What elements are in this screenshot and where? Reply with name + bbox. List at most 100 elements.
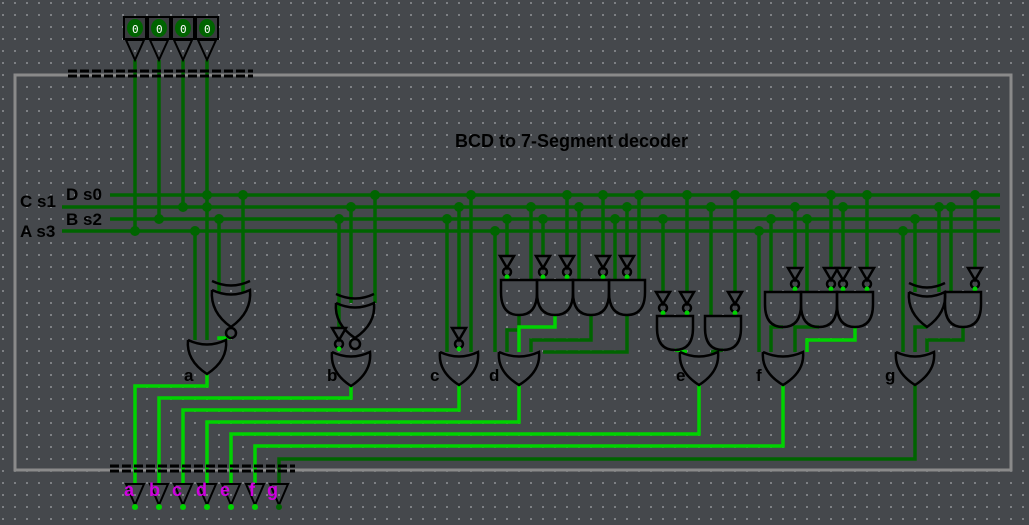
wire <box>793 325 819 352</box>
output-tunnel-icon-d <box>196 483 218 508</box>
output-pin-dot <box>180 504 186 510</box>
pins <box>68 16 295 510</box>
not-gate-e <box>653 290 673 307</box>
output-tunnel-icon-f <box>244 483 266 508</box>
output-wire-e <box>229 385 701 484</box>
inverter-bubble <box>224 326 238 340</box>
and-gate-d <box>499 278 539 317</box>
wire <box>925 327 965 352</box>
xnor-gate-b <box>334 301 376 340</box>
junction-dot <box>862 190 872 200</box>
not-gate-f <box>857 266 877 283</box>
xnor-gate-a-xor-arc <box>211 279 251 287</box>
input-label-d: D s0 <box>66 185 102 204</box>
or-gate-f <box>761 350 805 387</box>
and-gate-d <box>607 278 647 317</box>
junction-dot <box>130 226 140 236</box>
output-tunnel-icon-a <box>124 483 146 508</box>
input-label-b: B s2 <box>66 210 102 229</box>
pin-dot <box>624 274 630 280</box>
not-gate-f <box>821 266 841 283</box>
output-pin-dot <box>276 504 282 510</box>
junction-dot <box>574 202 584 212</box>
output-wire-a <box>133 374 209 484</box>
or-gate-b <box>330 350 372 388</box>
pin-dot <box>564 274 570 280</box>
junction-dot <box>730 190 740 200</box>
output-label-g: g <box>267 480 278 500</box>
output-tunnel-icon-g <box>268 483 290 508</box>
or-gate-d <box>497 350 541 387</box>
subcircuit-frame <box>13 73 1013 472</box>
output-label-d: d <box>196 480 207 500</box>
junction-dot <box>190 226 200 236</box>
gate-label-g: g <box>885 366 895 385</box>
junction-dot <box>334 214 344 224</box>
input-pin-value-1: 0 <box>132 23 139 36</box>
gate-label-b: b <box>327 366 337 385</box>
pin-dot <box>540 274 546 280</box>
not-gate-e <box>725 290 745 307</box>
output-pin-dot <box>204 504 210 510</box>
junction-dot <box>490 226 500 236</box>
output-label-a: a <box>124 480 135 500</box>
and-gate-f <box>799 290 839 329</box>
wire <box>517 315 557 352</box>
xor-gate-g-xor-arc <box>908 281 946 289</box>
junction-dot <box>178 202 188 212</box>
pin-dot <box>864 286 870 292</box>
junction-dot <box>934 202 944 212</box>
or-gate-a <box>186 338 228 376</box>
junction-dot <box>802 214 812 224</box>
pin-dot <box>504 274 510 280</box>
junction-dot <box>466 190 476 200</box>
xor-gate-g <box>907 290 947 329</box>
inverter-bubble <box>348 337 362 351</box>
xnor-gate-b-xor-arc <box>335 292 375 300</box>
wire <box>543 315 629 354</box>
junction-dot <box>538 214 548 224</box>
wire <box>505 315 521 352</box>
junction-dot <box>790 202 800 212</box>
and-gate-d <box>535 278 575 317</box>
input-pin-value-4: 0 <box>204 23 211 36</box>
output-tunnel-icon-b <box>148 483 170 508</box>
input-tunnel-icon <box>172 39 194 63</box>
input-pin-value-2: 0 <box>156 23 163 36</box>
junction-dot <box>838 202 848 212</box>
and-gate-f <box>835 290 875 329</box>
and-gate-d <box>571 278 611 317</box>
not-gate-e <box>677 290 697 307</box>
pin-dot <box>336 346 342 352</box>
not-gate-d <box>533 254 553 271</box>
junction-dot <box>610 214 620 224</box>
input-label-c: C s1 <box>20 192 56 211</box>
junction-dot <box>598 190 608 200</box>
output-pin-dot <box>228 504 234 510</box>
pin-dot <box>732 310 738 316</box>
junction-dot <box>502 214 512 224</box>
not-gate-d <box>557 254 577 271</box>
not-gate-d <box>617 254 637 271</box>
gate-label-c: c <box>430 366 439 385</box>
junction-dot <box>946 202 956 212</box>
output-label-c: c <box>172 480 182 500</box>
output-pin-dot <box>252 504 258 510</box>
input-pin-led <box>199 19 215 37</box>
and-gate-e <box>703 314 743 352</box>
not-gate-f <box>833 266 853 283</box>
or-gate-e <box>678 350 720 387</box>
junction-dot <box>442 214 452 224</box>
junction-dot <box>826 190 836 200</box>
junction-dot <box>910 214 920 224</box>
input-label-a: A s3 <box>20 222 55 241</box>
input-tunnel-icon <box>148 39 170 63</box>
junction-dot <box>526 202 536 212</box>
junction-dot <box>658 214 668 224</box>
input-tunnel-icon <box>124 39 146 63</box>
junction-dot <box>454 202 464 212</box>
or-gate-c <box>438 350 480 387</box>
output-label-b: b <box>149 480 160 500</box>
pin-dot <box>660 310 666 316</box>
output-wire-c <box>181 385 461 484</box>
